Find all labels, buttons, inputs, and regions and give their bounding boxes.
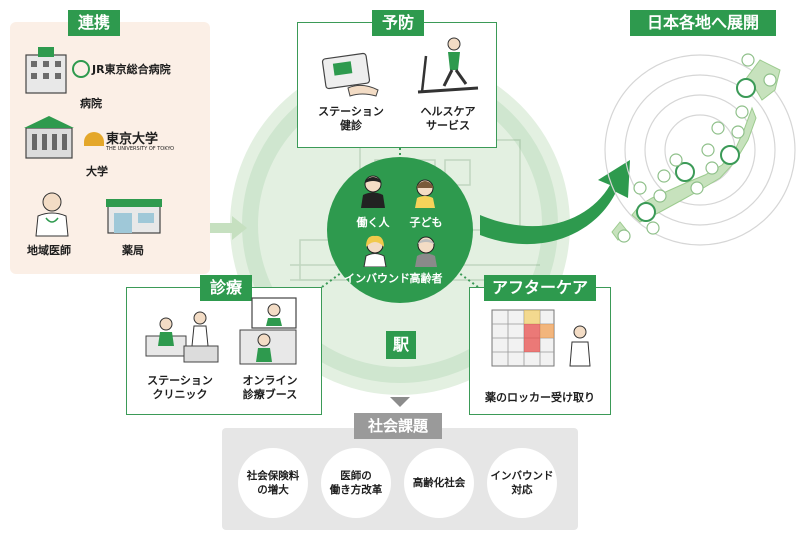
child-icon [415, 179, 435, 208]
yobo-item2-line1: ヘルスケア [420, 105, 476, 118]
elderly-label: 高齢者 [409, 272, 443, 285]
issue-item: 高齢化社会 [404, 448, 474, 518]
shinryo-item1-line1: ステーション [147, 374, 213, 387]
station-checkup-icon [321, 52, 379, 97]
university-label: 大学 [86, 165, 108, 178]
elderly-person-icon [415, 236, 437, 267]
issues-title: 社会課題 [354, 413, 442, 439]
shinryo-item1-line2: クリニック [152, 388, 208, 401]
issue-line2: 働き方改革 [329, 484, 383, 496]
japan-markers [617, 53, 777, 243]
issue-line2: の増大 [257, 484, 289, 496]
jr-logo-mark [72, 60, 90, 78]
down-triangle-icon [390, 397, 410, 407]
hospital-building-icon [25, 47, 67, 94]
online-booth-icon [239, 297, 297, 365]
issue-item: 社会保険料の増大 [238, 448, 308, 518]
doctor-icon [35, 192, 69, 237]
doctor-label: 地域医師 [27, 244, 71, 257]
issue-line1: 高齢化社会 [412, 477, 466, 489]
ut-logo: 東京大学 [106, 132, 159, 147]
ginkgo-logo-icon [84, 132, 104, 146]
pharmacy-icon [106, 199, 162, 234]
yobo-item1-line1: ステーション [318, 105, 384, 118]
yobo-item1-line2: 健診 [340, 119, 362, 132]
inbound-visitor-icon [363, 235, 387, 267]
jr-hospital-logo: JR東京総合病院 [92, 63, 171, 76]
expansion-arrow-icon [480, 160, 630, 245]
shinryo-item2-line2: 診療ブース [242, 388, 298, 401]
ut-logo-sub: THE UNIVERSITY OF TOKYO [106, 146, 175, 152]
working-person-icon [361, 175, 385, 208]
working-person-label: 働く人 [356, 216, 390, 229]
aftercare-title: アフターケア [484, 275, 596, 301]
issue-item: 医師の働き方改革 [321, 448, 391, 518]
shinryo-title: 診療 [200, 275, 252, 301]
child-label: 子ども [409, 216, 443, 229]
medicine-locker-icon [491, 309, 591, 367]
expansion-title: 日本各地へ展開 [630, 10, 776, 36]
issue-item: インバウンド対応 [487, 448, 557, 518]
yobo-title: 予防 [372, 10, 424, 36]
aftercare-item: 薬のロッカー受け取り [485, 391, 595, 404]
hospital-label: 病院 [80, 97, 102, 110]
issue-line2: 対応 [511, 484, 533, 496]
pharmacy-label: 薬局 [122, 244, 144, 257]
issue-line1: 社会保険料 [246, 470, 300, 482]
shinryo-item2-line1: オンライン [242, 374, 298, 387]
treadmill-runner-icon [417, 37, 479, 94]
inbound-label: インバウンド [344, 272, 410, 285]
university-building-icon [24, 116, 74, 159]
station-clinic-icon [145, 311, 219, 363]
station-label: 駅 [386, 331, 416, 359]
issue-line1: インバウンド [490, 470, 554, 482]
renkei-title: 連携 [68, 10, 120, 36]
yobo-item2-line2: サービス [426, 119, 470, 132]
issue-line1: 医師の [340, 470, 372, 482]
